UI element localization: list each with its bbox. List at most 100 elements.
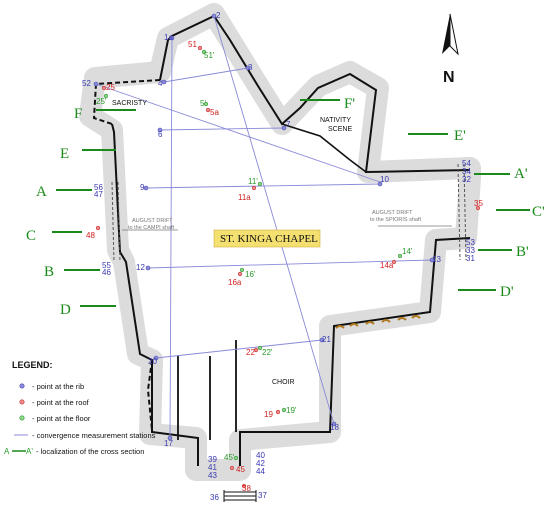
rib-label-9: 9 bbox=[140, 183, 145, 192]
legend-section-a: A bbox=[4, 447, 10, 456]
roof-label-45: 45 bbox=[236, 465, 245, 474]
room-sacristy: SACRISTY bbox=[112, 100, 147, 107]
rib-label-6: 6 bbox=[158, 130, 163, 139]
rib-label-33: 33 bbox=[466, 246, 475, 255]
legend-section-a-prime: A' bbox=[26, 447, 33, 456]
roof-label-11a: 11a bbox=[238, 193, 251, 202]
floor-label-22: 22' bbox=[262, 348, 273, 357]
rib-label-46: 46 bbox=[102, 268, 111, 277]
floor-label-51: 51' bbox=[204, 51, 215, 60]
roof-label-5a: 5a bbox=[210, 108, 219, 117]
roof-label-51: 51 bbox=[188, 40, 197, 49]
section-label-c-prime: C' bbox=[532, 204, 545, 220]
legend-rib-marker bbox=[19, 383, 25, 389]
rib-label-4: 4 bbox=[158, 79, 163, 88]
floor-label-11: 11' bbox=[248, 177, 258, 186]
rib-label-10: 10 bbox=[380, 175, 389, 184]
rib-label-44: 44 bbox=[256, 467, 265, 476]
rib-label-20: 20 bbox=[148, 357, 157, 366]
floor-label-5: 5' bbox=[200, 99, 206, 108]
rib-label-13: 13 bbox=[432, 255, 441, 264]
section-label-b-prime: B' bbox=[516, 244, 529, 260]
legend-section: - localization of the cross section bbox=[36, 447, 144, 456]
floor-label-14: 14' bbox=[402, 247, 413, 256]
room-nativity-line2: SCENE bbox=[328, 126, 352, 133]
rib-label-3: 3 bbox=[248, 63, 253, 72]
roof-label-14a: 14a bbox=[380, 261, 394, 270]
rib-label-18: 18 bbox=[330, 423, 339, 432]
legend-title: LEGEND: bbox=[12, 360, 53, 370]
section-lines bbox=[52, 99, 530, 307]
roof-label-19: 19 bbox=[264, 410, 273, 419]
chapel-title: ST. KINGA CHAPEL bbox=[220, 233, 318, 245]
rib-label-42: 42 bbox=[256, 459, 265, 468]
rib-label-12: 12 bbox=[136, 263, 145, 272]
section-label-e: E bbox=[60, 146, 69, 162]
room-nativity-line1: NATIVITY bbox=[320, 117, 351, 124]
legend: LEGEND: - point at the rib - point at th… bbox=[4, 360, 156, 456]
nativity-divider bbox=[281, 123, 367, 173]
drift-campi-line1: AUGUST DRIFT bbox=[132, 218, 173, 224]
section-label-d: D bbox=[60, 302, 71, 318]
floor-label-19: 19' bbox=[286, 406, 297, 415]
rib-label-31: 31 bbox=[466, 254, 475, 263]
drift-spiroris-line1: AUGUST DRIFT bbox=[372, 210, 413, 216]
rib-label-39: 39 bbox=[208, 455, 217, 464]
rib-label-55: 55 bbox=[102, 261, 111, 270]
roof-points bbox=[95, 45, 481, 489]
floor-label-45: 45' bbox=[224, 453, 235, 462]
choir-walls bbox=[177, 340, 237, 440]
rib-label-2: 2 bbox=[216, 11, 221, 20]
legend-rib: - point at the rib bbox=[32, 382, 84, 391]
rib-label-53: 53 bbox=[466, 238, 475, 247]
roof-label-16a: 16a bbox=[228, 278, 242, 287]
roof-label-22: 22 bbox=[246, 348, 255, 357]
legend-roof: - point at the roof bbox=[32, 398, 90, 407]
north-arrow: N bbox=[442, 13, 459, 86]
rib-label-47: 47 bbox=[94, 190, 103, 199]
rib-label-40: 40 bbox=[256, 451, 265, 460]
section-label-f: F bbox=[74, 106, 82, 122]
rib-label-41: 41 bbox=[208, 463, 217, 472]
legend-roof-marker bbox=[19, 399, 25, 405]
rib-label-52: 52 bbox=[82, 79, 91, 88]
rib-label-7: 7 bbox=[286, 120, 291, 129]
chapel-title-box bbox=[213, 229, 321, 248]
rib-points bbox=[93, 13, 435, 441]
rib-label-21: 21 bbox=[322, 335, 331, 344]
floor-points bbox=[103, 49, 403, 461]
arch-ornaments bbox=[335, 315, 421, 329]
roof-label-38: 38 bbox=[242, 484, 251, 493]
section-label-f-prime: F' bbox=[344, 96, 355, 112]
north-label: N bbox=[443, 69, 455, 86]
rib-label-34: 34 bbox=[462, 167, 471, 176]
rib-label-43: 43 bbox=[208, 471, 217, 480]
section-label-b: B bbox=[44, 264, 54, 280]
drift-spiroris-line2: to the SPIORIS shaft bbox=[370, 217, 422, 223]
threshold-lines bbox=[223, 490, 257, 502]
rib-label-17: 17 bbox=[164, 439, 173, 448]
section-label-c: C bbox=[26, 228, 36, 244]
roof-label-48: 48 bbox=[86, 231, 95, 240]
rib-label-56: 56 bbox=[94, 183, 103, 192]
drift-west bbox=[111, 181, 121, 263]
rib-label-36: 36 bbox=[210, 493, 219, 502]
rib-label-54: 54 bbox=[462, 159, 471, 168]
rib-label-37: 37 bbox=[258, 491, 267, 500]
section-label-a: A bbox=[36, 184, 47, 200]
drift-campi-line2: to the CAMPI shaft bbox=[128, 225, 175, 231]
rib-label-1a: 1a bbox=[164, 33, 173, 42]
legend-floor: - point at the floor bbox=[32, 414, 91, 423]
rib-label-32: 32 bbox=[462, 175, 471, 184]
legend-floor-marker bbox=[19, 415, 25, 421]
roof-label-35: 35 bbox=[474, 199, 483, 208]
convergence-lines bbox=[95, 15, 433, 439]
floor-label-25: 25' bbox=[96, 97, 107, 106]
west-wall-dashed bbox=[146, 359, 153, 431]
floor-label-16: 16' bbox=[245, 270, 256, 279]
roof-label-25: 25 bbox=[106, 83, 115, 92]
section-label-a-prime: A' bbox=[514, 166, 528, 182]
legend-stations: - convergence measurement stations bbox=[32, 431, 156, 440]
room-choir: CHOIR bbox=[272, 379, 295, 386]
